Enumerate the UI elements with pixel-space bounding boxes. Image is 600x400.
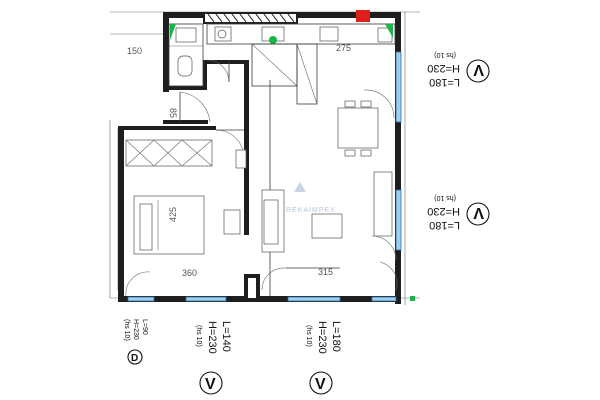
watermark-logo: REKAIMPEX — [286, 182, 336, 214]
svg-text:(hs 10): (hs 10) — [434, 51, 456, 58]
svg-text:H=230: H=230 — [316, 321, 328, 354]
svg-text:REKAIMPEX: REKAIMPEX — [286, 207, 336, 214]
svg-text:H=230: H=230 — [132, 319, 139, 340]
window-bottom-right — [287, 296, 341, 302]
corridor: 85 — [168, 91, 247, 169]
window-right-lower — [395, 189, 402, 251]
window-right-upper — [395, 51, 402, 123]
kitchen — [206, 23, 396, 105]
svg-text:L=90: L=90 — [141, 319, 148, 335]
corner-marker — [410, 296, 415, 301]
label-window-right-upper: V L=180 H=230 (hs 10) — [427, 51, 490, 88]
svg-text:D: D — [131, 353, 138, 364]
svg-text:H=230: H=230 — [206, 321, 218, 354]
red-fixture — [356, 10, 370, 22]
label-window-right-lower: V L=180 H=230 (hs 10) — [427, 194, 490, 231]
dim-corridor: 85 — [168, 108, 178, 118]
svg-text:(hs 10): (hs 10) — [434, 194, 456, 201]
svg-text:(hs 10): (hs 10) — [123, 319, 130, 341]
svg-text:H=230: H=230 — [427, 62, 460, 74]
window-bottom-left — [185, 296, 227, 302]
living-room: 315 — [261, 80, 398, 296]
svg-text:V: V — [315, 376, 326, 393]
window-bottom-far-right — [371, 296, 397, 302]
bathroom — [168, 23, 204, 87]
label-door-bottom: L=90 H=230 (hs 10) D — [123, 319, 148, 365]
svg-text:L=180: L=180 — [330, 321, 342, 352]
dim-living-width: 315 — [318, 267, 333, 277]
kitchen-counter-top — [203, 12, 298, 24]
dim-bedroom-depth: 425 — [168, 207, 178, 222]
dim-bedroom-width: 360 — [182, 268, 197, 278]
dim-top-left: 150 — [127, 46, 142, 56]
bedroom: 425 360 — [125, 139, 241, 297]
label-window-bottom-left: L=140 H=230 (hs 10) V — [195, 321, 232, 395]
svg-text:L=180: L=180 — [429, 76, 460, 88]
svg-text:L=140: L=140 — [220, 321, 232, 352]
svg-text:V: V — [473, 204, 484, 221]
label-window-bottom-right: L=180 H=230 (hs 10) V — [305, 321, 342, 395]
svg-text:V: V — [205, 376, 216, 393]
svg-text:(hs 10): (hs 10) — [195, 325, 202, 347]
svg-text:H=230: H=230 — [427, 205, 460, 217]
windows — [127, 51, 402, 302]
window-bottom-door — [127, 296, 155, 302]
svg-text:V: V — [473, 61, 484, 78]
svg-text:L=180: L=180 — [429, 219, 460, 231]
dim-top-right: 275 — [336, 43, 351, 53]
svg-text:(hs 10): (hs 10) — [305, 325, 312, 347]
